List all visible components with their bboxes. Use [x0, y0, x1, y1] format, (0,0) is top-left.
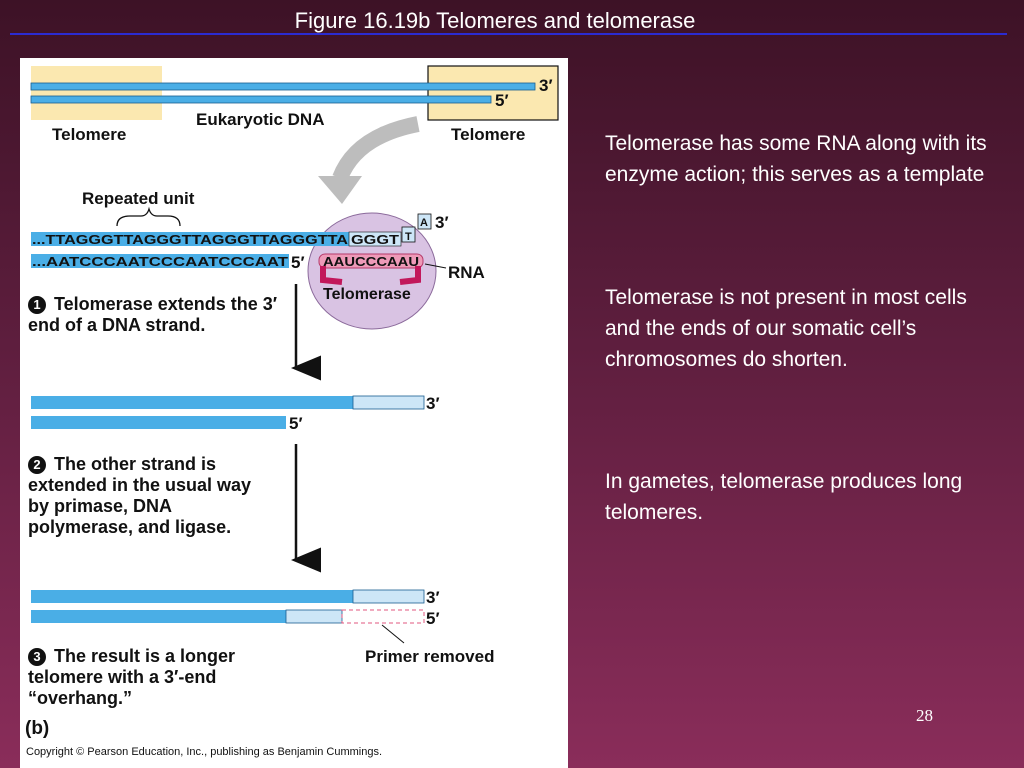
eukaryotic-dna-label: Eukaryotic DNA [196, 110, 324, 129]
telomere-diagram: 3′ 5′ Eukaryotic DNA Telomere Telomere R… [30, 65, 559, 666]
label-5prime-repeat: 5′ [291, 253, 305, 272]
label-5prime-top: 5′ [495, 91, 509, 110]
repeat-sequence-bottom: ...AATCCCAATCCCAATCCCAAT [32, 255, 288, 269]
label-5prime-step2: 5′ [426, 609, 440, 628]
repeat-sequence-top: ...TTAGGGTTAGGGTTAGGGTTAGGGTTA [32, 233, 348, 247]
final-complement-original [31, 610, 286, 623]
slide-title: Figure 16.19b Telomeres and telomerase [294, 8, 696, 33]
zoom-arrow-head [318, 176, 362, 204]
repeated-unit-label: Repeated unit [82, 189, 195, 208]
telomere-label-right: Telomere [451, 125, 525, 144]
repeat-strand-top [31, 232, 349, 246]
strand-extended-original [31, 396, 353, 409]
note-gametes: In gametes, telomerase produces long tel… [605, 470, 963, 524]
rna-template [318, 253, 424, 269]
incoming-nt-t: T [405, 231, 412, 243]
label-3prime-repeat: 3′ [435, 213, 449, 232]
step-1-text: Telomerase extends the 3′ end of a DNA s… [28, 294, 278, 335]
dna-strand-top [30, 82, 536, 91]
step-3-number-icon: 3 [28, 648, 46, 666]
incoming-nt-a: A [420, 217, 428, 229]
strand-extended-new [352, 395, 425, 410]
step-2-number-icon: 2 [28, 456, 46, 474]
rna-template-right-tail [399, 266, 421, 285]
repeat-strand-bottom [31, 254, 289, 268]
primer-removed-leader [381, 624, 405, 644]
incoming-nt-a-box [417, 213, 432, 230]
telomere-box-right [427, 65, 559, 121]
primer-removed-label: Primer removed [365, 647, 494, 666]
telomere-label-left: Telomere [52, 125, 126, 144]
copyright-notice: Copyright © Pearson Education, Inc., pub… [26, 746, 383, 758]
repeated-unit-brace [116, 206, 181, 227]
final-strand-new [352, 589, 425, 604]
telomerase-label: Telomerase [323, 286, 411, 303]
zoom-arrow [332, 116, 420, 182]
repeat-extension: GGGT [351, 233, 399, 247]
rna-template-left-tail [320, 266, 343, 285]
note-rna-template: Telomerase has some RNA along with its e… [605, 132, 987, 186]
label-3prime-step2: 3′ [426, 588, 440, 607]
label-3prime-top: 3′ [539, 76, 553, 95]
title-divider [10, 33, 1007, 35]
note-somatic-shortening: Telomerase is not present in most cells … [605, 286, 967, 371]
telomere-box-left [31, 66, 162, 120]
repeat-extension-box [348, 231, 402, 247]
panel-label: (b) [25, 718, 50, 739]
incoming-nt-t-box [401, 226, 416, 243]
final-complement-new [285, 609, 343, 624]
final-strand-original [31, 590, 353, 603]
rna-label: RNA [448, 263, 485, 282]
step-1-number-icon: 1 [28, 296, 46, 314]
dna-strand-bottom [30, 95, 492, 104]
label-3prime-step1: 3′ [426, 394, 440, 413]
rna-leader-line [424, 263, 447, 269]
page-number: 28 [916, 706, 933, 725]
strand-complement-short [31, 416, 286, 429]
step-3-text: The result is a longer telomere with a 3… [28, 646, 236, 708]
rna-sequence: AAUCCCAAU [323, 255, 419, 269]
primer-removed-gap [341, 609, 425, 624]
label-5prime-step1: 5′ [289, 414, 303, 433]
figure-panel: 3′ 5′ Eukaryotic DNA Telomere Telomere R… [20, 58, 568, 768]
step-2-text: The other strand is extended in the usua… [28, 454, 252, 537]
